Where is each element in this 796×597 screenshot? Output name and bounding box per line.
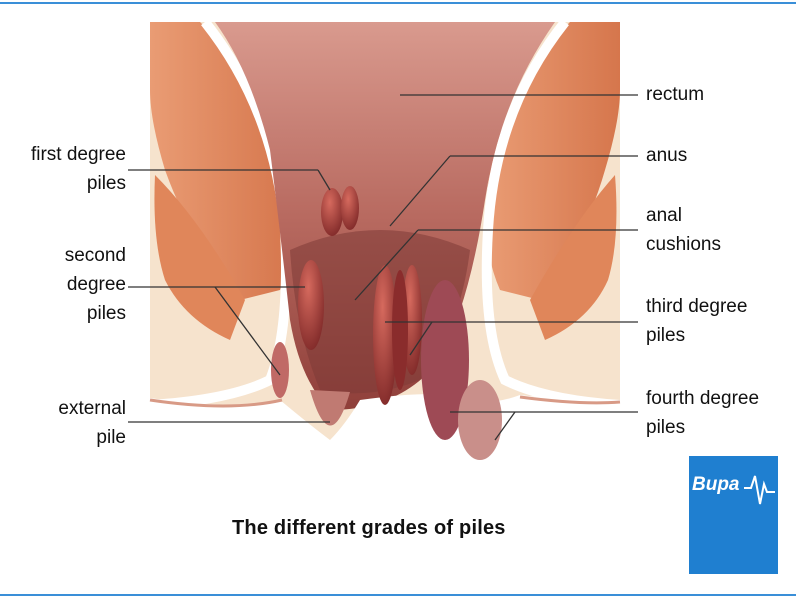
- right-muscle-inner: [530, 175, 617, 340]
- label-anus: anus: [646, 145, 688, 166]
- third-degree-pile-a: [373, 265, 397, 405]
- label-fourth-degree-piles: fourth degree piles: [646, 388, 760, 438]
- external-pile: [310, 390, 350, 426]
- left-muscle-inner: [154, 175, 245, 340]
- label-rectum: rectum: [646, 84, 705, 105]
- bottom-rule: [0, 594, 796, 596]
- leader-anus: [389, 155, 451, 227]
- first-degree-pile-b: [341, 186, 359, 230]
- figure-caption: The different grades of piles: [232, 517, 506, 539]
- left-muscle-outer: [150, 22, 292, 300]
- fourth-degree-pile-b: [458, 380, 502, 460]
- canal-wall-right: [481, 18, 621, 410]
- leader-left-vascular: [214, 286, 281, 376]
- heartbeat-icon: [744, 475, 775, 505]
- second-degree-pile: [298, 260, 324, 350]
- leader-anal-cushions: [354, 229, 419, 301]
- fourth-degree-pile-a: [421, 280, 469, 440]
- skin-outline: [149, 398, 283, 408]
- logo-wordmark: Bupa: [692, 474, 740, 495]
- third-degree-pile-c: [392, 270, 408, 390]
- label-anal-cushions: anal cushions: [646, 205, 721, 255]
- label-external-pile: external pile: [58, 398, 126, 448]
- first-degree-pile-a: [321, 188, 343, 236]
- label-third-degree-piles: third degree piles: [646, 296, 748, 346]
- label-second-degree-piles: second degree piles: [64, 245, 126, 324]
- canal-wall-left: [149, 18, 291, 410]
- label-first-degree-piles: first degree piles: [30, 144, 126, 194]
- top-rule: [0, 2, 796, 4]
- bupa-logo: Bupa: [689, 456, 778, 574]
- left-vascular-pile: [271, 342, 289, 398]
